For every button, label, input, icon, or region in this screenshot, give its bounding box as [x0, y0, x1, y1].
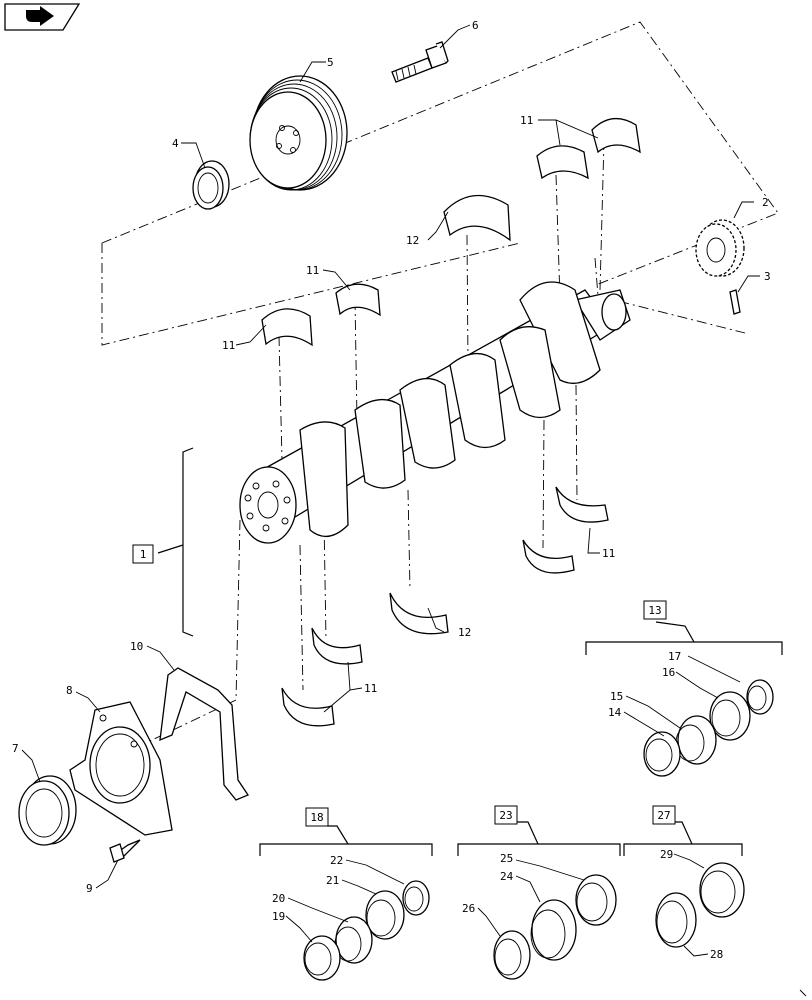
bolt-part-9[interactable]	[109, 839, 141, 863]
callout-3: 3	[764, 270, 771, 283]
callout-8: 8	[66, 684, 73, 697]
leader-lines	[21, 24, 760, 957]
corner-mark	[799, 989, 807, 997]
callout-6: 6	[472, 19, 479, 32]
callout-11-top: 11	[520, 114, 533, 127]
callout-box-13[interactable]: 13	[643, 600, 667, 620]
callout-box-18[interactable]: 18	[305, 807, 329, 827]
kit-13-rings[interactable]	[643, 679, 774, 777]
svg-text:13: 13	[648, 604, 661, 617]
callout-5: 5	[327, 56, 334, 69]
callout-24: 24	[500, 870, 514, 883]
callout-box-27[interactable]: 27	[652, 805, 676, 825]
callout-box-23[interactable]: 23	[494, 805, 518, 825]
pulley-part-5[interactable]	[249, 75, 348, 191]
kit-23-rings[interactable]	[493, 874, 617, 980]
callout-14: 14	[608, 706, 622, 719]
callout-10: 10	[130, 640, 143, 653]
callout-22: 22	[330, 854, 343, 867]
callout-19: 19	[272, 910, 285, 923]
seal-part-4[interactable]	[192, 160, 230, 210]
callout-21: 21	[326, 874, 339, 887]
callout-12-lower: 12	[458, 626, 471, 639]
callout-2: 2	[762, 196, 769, 209]
callout-20: 20	[272, 892, 285, 905]
seal-ring-part-7[interactable]	[18, 775, 77, 846]
callout-12-upper: 12	[406, 234, 419, 247]
callout-4: 4	[172, 137, 179, 150]
callout-11-mid: 11	[306, 264, 319, 277]
callout-9: 9	[86, 882, 93, 895]
svg-text:27: 27	[657, 809, 670, 822]
crankshaft-part-1[interactable]	[239, 281, 631, 544]
bearing-shells-upper[interactable]	[261, 118, 641, 347]
callout-box-1[interactable]: 1	[132, 544, 154, 564]
callout-26: 26	[462, 902, 475, 915]
kit-brackets	[259, 621, 783, 856]
gasket-part-10[interactable]	[159, 667, 249, 801]
bearing-shells-lower[interactable]	[281, 486, 609, 727]
gear-part-2[interactable]	[695, 219, 745, 277]
assembly-bracket-1	[157, 447, 194, 637]
kit-27-rings[interactable]	[655, 862, 745, 948]
callout-11-left: 11	[222, 339, 235, 352]
svg-text:18: 18	[310, 811, 323, 824]
callout-15: 15	[610, 690, 623, 703]
pin-part-3[interactable]	[729, 289, 741, 315]
callout-11-lower-left: 11	[364, 682, 377, 695]
svg-text:1: 1	[140, 548, 147, 561]
callout-16: 16	[662, 666, 675, 679]
back-arrow-icon[interactable]	[4, 3, 81, 31]
kit-18-rings[interactable]	[303, 880, 430, 981]
callout-28: 28	[710, 948, 723, 961]
svg-text:23: 23	[499, 809, 512, 822]
callout-7: 7	[12, 742, 19, 755]
callout-11-lower-right: 11	[602, 547, 615, 560]
bolt-part-6[interactable]	[391, 41, 449, 83]
callout-29: 29	[660, 848, 673, 861]
seal-carrier-part-8[interactable]	[69, 701, 173, 836]
callout-25: 25	[500, 852, 513, 865]
callout-labels: 2 3 4 5 6 7 8 9 10 11 11 11 11 11 12 12 …	[12, 19, 771, 961]
callout-17: 17	[668, 650, 681, 663]
